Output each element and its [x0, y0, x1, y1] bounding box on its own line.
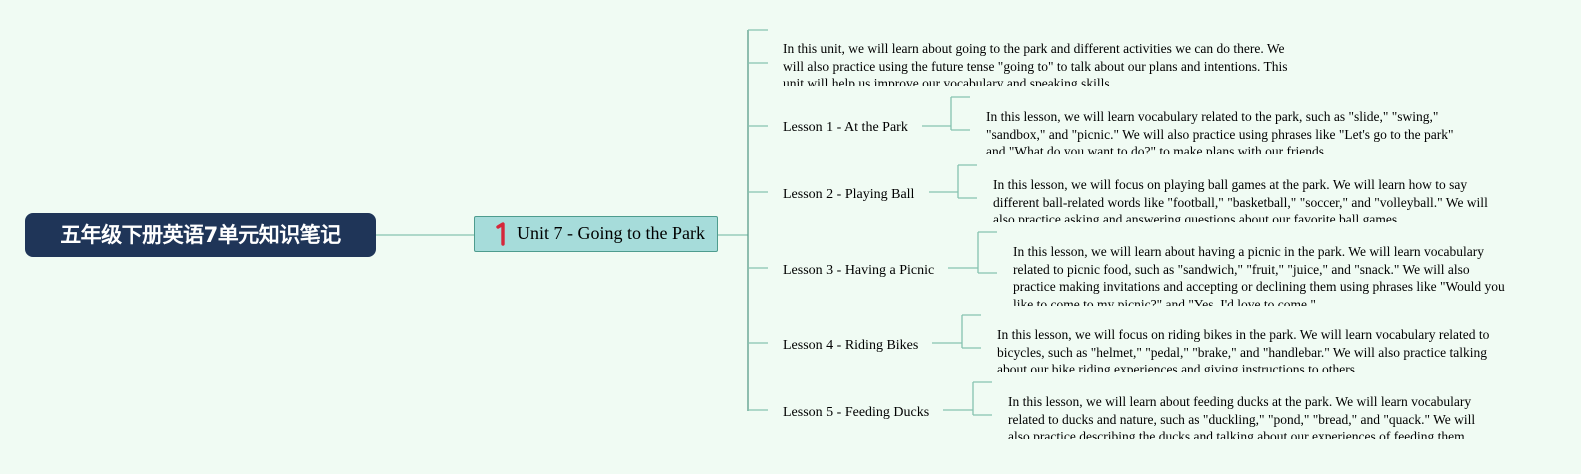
- lesson-2-note[interactable]: In this lesson, we will focus on playing…: [993, 177, 1488, 222]
- lesson-5-label[interactable]: Lesson 5 - Feeding Ducks: [783, 405, 930, 420]
- lesson-4-note[interactable]: In this lesson, we will focus on riding …: [997, 327, 1490, 372]
- lesson-1-label[interactable]: Lesson 1 - At the Park: [783, 120, 908, 135]
- root-node[interactable]: 五年级下册英语7单元知识笔记: [25, 213, 376, 257]
- number-one-icon: [496, 222, 505, 246]
- bracket-lesson-1: [922, 96, 970, 131]
- bracket-lesson-5: [943, 381, 992, 416]
- bracket-lesson-4: [932, 314, 981, 349]
- intro-note[interactable]: In this unit, we will learn about going …: [783, 41, 1288, 86]
- lesson-5-note[interactable]: In this lesson, we will learn about feed…: [1008, 394, 1476, 439]
- lesson-3-note[interactable]: In this lesson, we will learn about havi…: [1013, 244, 1505, 306]
- bracket-lesson-2: [929, 164, 977, 199]
- lesson-2-label[interactable]: Lesson 2 - Playing Ball: [783, 187, 915, 202]
- lesson-1-note[interactable]: In this lesson, we will learn vocabulary…: [986, 109, 1454, 154]
- lesson-3-label[interactable]: Lesson 3 - Having a Picnic: [783, 263, 935, 278]
- lesson-4-label[interactable]: Lesson 4 - Riding Bikes: [783, 338, 919, 353]
- bracket-lesson-3: [948, 231, 997, 274]
- unit-title: Unit 7 - Going to the Park: [517, 223, 705, 243]
- unit-node[interactable]: Unit 7 - Going to the Park: [474, 216, 718, 252]
